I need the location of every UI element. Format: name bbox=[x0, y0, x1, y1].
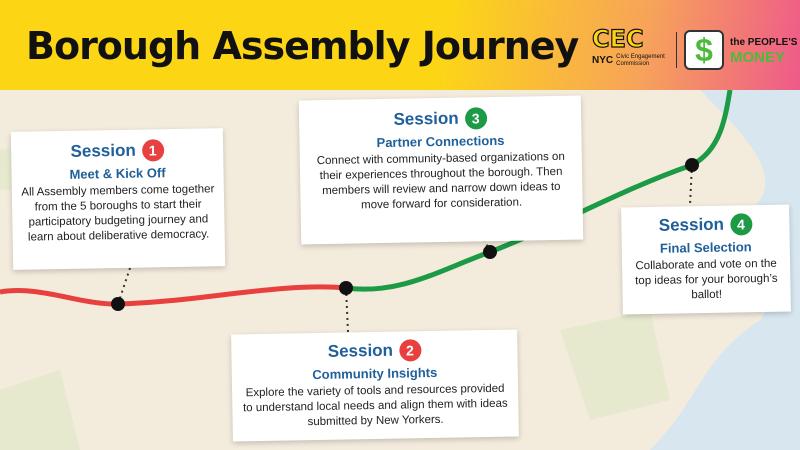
leader-1 bbox=[117, 261, 133, 305]
route-red bbox=[0, 284, 347, 307]
page-title: Borough Assembly Journey bbox=[26, 24, 579, 68]
water bbox=[650, 90, 800, 450]
nyc-logo-text: NYC bbox=[592, 55, 614, 66]
session-description: All Assembly members come together from … bbox=[21, 183, 215, 244]
logo-divider bbox=[676, 32, 677, 68]
session-title: Meet & Kick Off bbox=[69, 165, 166, 182]
cec-logo: CEC NYC Civic Engagement Commission bbox=[591, 25, 672, 68]
session-number: 1 bbox=[141, 139, 164, 162]
session-description: Collaborate and vote on the top ideas fo… bbox=[635, 257, 778, 302]
session-title: Community Insights bbox=[312, 364, 438, 383]
session-label: Session bbox=[70, 140, 136, 161]
peoples-money-bottom: MONEY bbox=[730, 49, 786, 66]
peoples-money-logo: the PEOPLE'S MONEY bbox=[730, 36, 797, 66]
session-label: Session bbox=[327, 340, 394, 361]
session-number: 4 bbox=[729, 213, 753, 236]
session-description: Connect with community-based organizatio… bbox=[316, 150, 565, 212]
cec-logo-text: CEC bbox=[591, 25, 644, 53]
session-title: Final Selection bbox=[659, 239, 752, 256]
park bbox=[0, 370, 80, 450]
stop-4 bbox=[685, 158, 699, 172]
cec-subtitle: Civic Engagement Commission bbox=[616, 54, 665, 67]
session-title: Partner Connections bbox=[376, 132, 505, 151]
session-number: 3 bbox=[464, 107, 487, 130]
session-number: 2 bbox=[398, 339, 422, 362]
stop-2 bbox=[339, 281, 353, 295]
peoples-money-top: the PEOPLE'S bbox=[730, 37, 798, 48]
stop-3 bbox=[483, 245, 497, 259]
stop-1 bbox=[111, 297, 125, 311]
session-description: Explore the variety of tools and resourc… bbox=[242, 382, 508, 429]
leader-2 bbox=[345, 287, 349, 333]
session-label: Session bbox=[658, 214, 725, 235]
map-background bbox=[0, 90, 800, 450]
park bbox=[560, 310, 670, 420]
session-label: Session bbox=[393, 108, 459, 129]
dollar-icon: $ bbox=[684, 30, 724, 70]
header: Borough Assembly Journey CEC NYC Civic E… bbox=[0, 0, 800, 90]
